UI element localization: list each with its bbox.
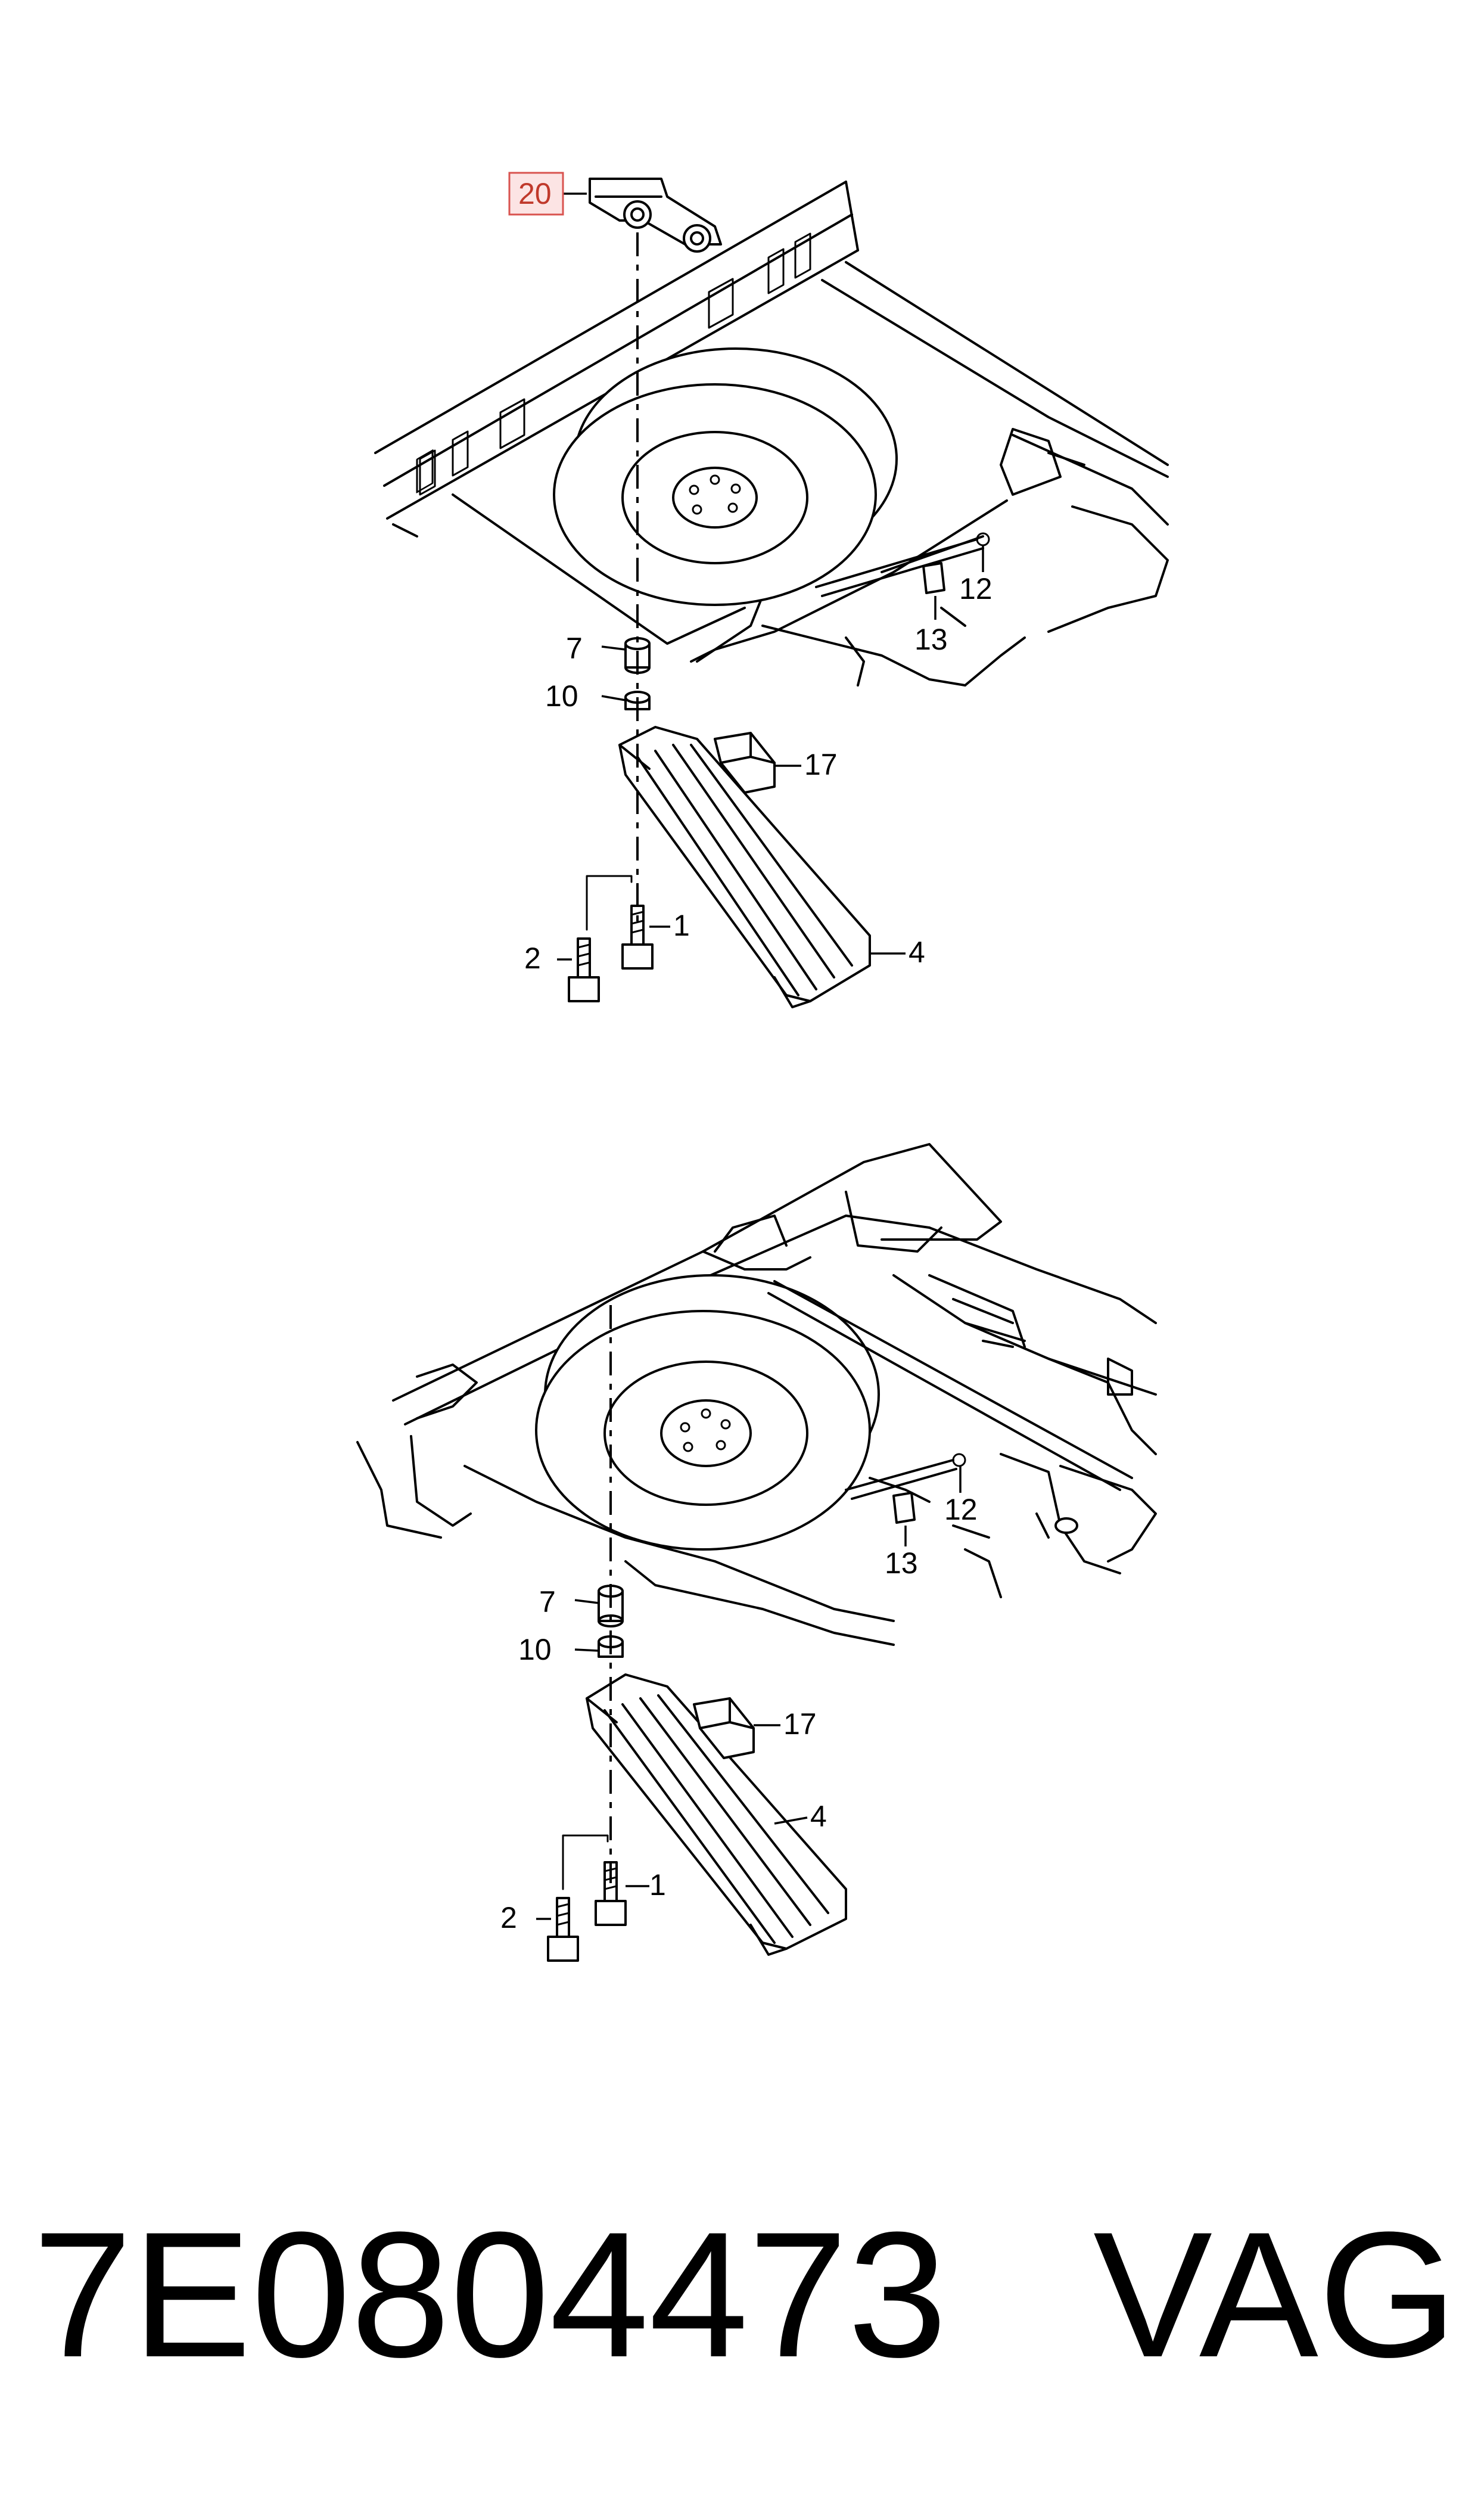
top-callout-2: 2: [524, 942, 541, 975]
bottom-callout-10: 10: [518, 1633, 552, 1666]
part-number: 7E0804473: [33, 2194, 947, 2394]
top-floor-structure: [452, 261, 1169, 687]
bottom-callout-17: 17: [783, 1707, 817, 1741]
bottom-assembly-view: 7 10 12 13 17 1 2 4: [356, 1143, 1157, 1962]
bolt-part-1-top: [621, 905, 654, 970]
top-callout-1: 1: [673, 909, 690, 942]
top-callout-17: 17: [804, 748, 838, 781]
part-4-bottom-carrier: [586, 1673, 847, 1956]
bolt-part-2-bottom: [547, 1897, 579, 1962]
bottom-callout-4: 4: [810, 1800, 827, 1833]
brand-name: VAG: [1093, 2194, 1458, 2394]
part-4-top-carrier: [618, 726, 871, 1008]
bottom-callout-2: 2: [500, 1901, 517, 1934]
bottom-callout-7: 7: [539, 1585, 556, 1619]
top-callout-13: 13: [914, 623, 948, 656]
bottom-callout-1: 1: [649, 1868, 666, 1902]
part-17-top: [714, 732, 776, 794]
bottom-carrier-rod: [767, 1280, 1133, 1500]
bolt-part-2-top: [568, 937, 600, 1002]
top-callout-4: 4: [909, 936, 925, 969]
top-carrier-rod: [815, 532, 990, 597]
bracket-part-20: [589, 178, 722, 253]
bottom-spare-wheel: [535, 1274, 880, 1551]
part-13-top: [922, 562, 945, 594]
part-13-bottom: [892, 1492, 916, 1524]
callout-20-label: 20: [518, 177, 552, 210]
bottom-callout-13: 13: [885, 1546, 918, 1580]
bottom-callout-12: 12: [944, 1493, 978, 1526]
callout-20-highlight[interactable]: 20: [508, 172, 564, 216]
top-callout-7: 7: [566, 632, 583, 665]
top-callout-10: 10: [545, 679, 578, 713]
part-17-bottom: [693, 1697, 755, 1759]
top-callout-12: 12: [959, 572, 993, 605]
top-spare-wheel: [553, 347, 898, 606]
top-assembly-view: 20 7 10 12 13 17 1 2 4: [374, 172, 1169, 1008]
